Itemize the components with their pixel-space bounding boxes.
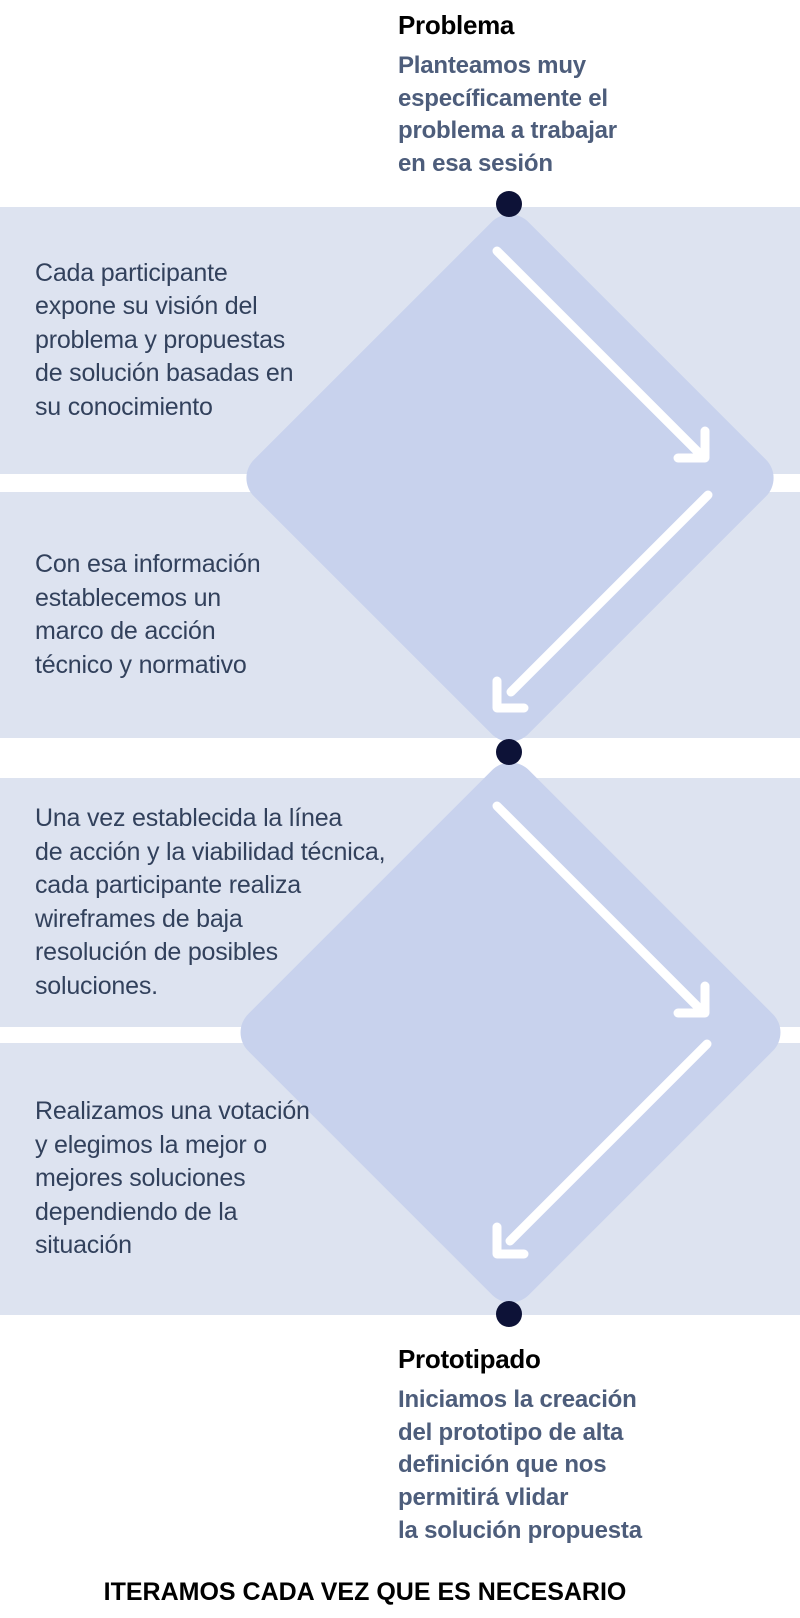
stage-text-1: Cada participante expone su visión del p… bbox=[35, 258, 294, 421]
stage-text-3: Una vez establecida la línea de acción y… bbox=[35, 804, 386, 1000]
end-label-block: Prototipado Iniciamos la creación del pr… bbox=[398, 1344, 708, 1548]
milestone-dot-prototipado bbox=[496, 1301, 522, 1327]
start-title: Problema bbox=[398, 10, 515, 40]
stage-text-4: Realizamos una votación y elegimos la me… bbox=[35, 1097, 310, 1260]
start-label-block: Problema Planteamos muy específicamente … bbox=[398, 10, 708, 181]
start-description: Planteamos muy específicamente el proble… bbox=[398, 52, 617, 178]
end-description: Iniciamos la creación del prototipo de a… bbox=[398, 1386, 642, 1544]
footer-heading: ITERAMOS CADA VEZ QUE ES NECESARIO bbox=[103, 1578, 627, 1606]
stage-text-2: Con esa información establecemos un marc… bbox=[35, 550, 261, 679]
end-title: Prototipado bbox=[398, 1344, 541, 1374]
milestone-dot-problema bbox=[496, 191, 522, 217]
milestone-dot-middle bbox=[496, 739, 522, 765]
